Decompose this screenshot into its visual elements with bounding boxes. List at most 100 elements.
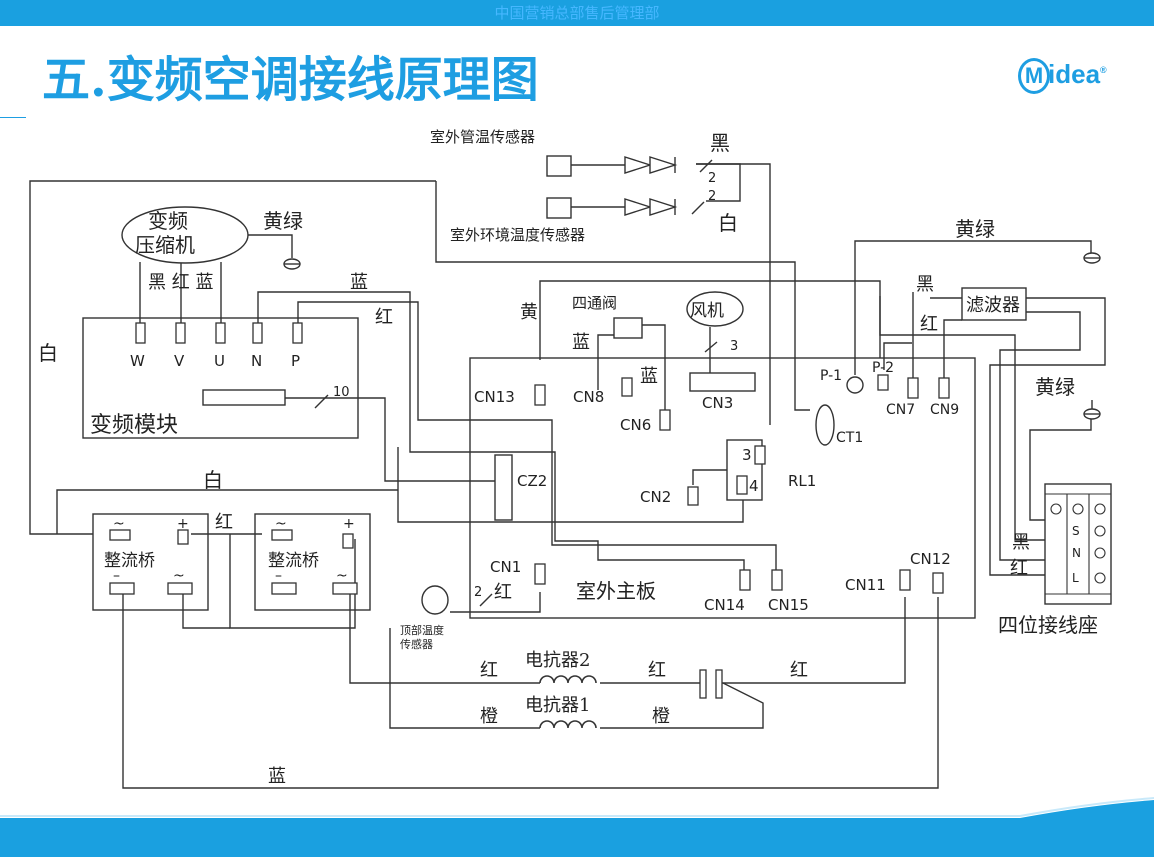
terminal-block-details <box>1045 493 1111 595</box>
label-rl-4: 4 <box>749 477 759 495</box>
label-p2: P-2 <box>872 360 894 376</box>
sensor-connectors <box>314 156 718 607</box>
label-pin-w: W <box>130 352 145 370</box>
svg-text:–: – <box>113 568 120 584</box>
label-cn8: CN8 <box>573 388 604 406</box>
wires <box>29 163 1106 789</box>
label-compressor-1: 变频 <box>148 209 188 233</box>
label-blue-1: 蓝 <box>350 272 368 293</box>
ground-symbols <box>248 234 1101 420</box>
label-white-top: 白 <box>718 211 738 235</box>
label-red-2: 红 <box>920 314 938 335</box>
label-black-2: 黑 <box>916 274 934 295</box>
label-yellow-green-3: 黄绿 <box>1035 375 1075 399</box>
logo-brand: idea <box>1048 58 1101 89</box>
label-blue-3: 蓝 <box>640 366 658 387</box>
reactor-coils <box>539 675 597 729</box>
cn3-connector <box>689 372 756 392</box>
page-title: 五.变频空调接线原理图 <box>42 52 539 108</box>
label-cn6: CN6 <box>620 416 651 434</box>
label-outdoor-board: 室外主板 <box>576 579 656 603</box>
label-terminal-block: 四位接线座 <box>998 613 1098 637</box>
label-reactor2: 电抗器2 <box>525 650 590 671</box>
component-boxes <box>82 155 1112 619</box>
label-two-b: 2 <box>708 189 716 204</box>
label-pin-p: P <box>291 352 300 370</box>
label-cz2: CZ2 <box>517 472 547 490</box>
label-yellow: 黄 <box>520 302 538 323</box>
label-cn7: CN7 <box>886 402 915 418</box>
label-cn3: CN3 <box>702 394 733 412</box>
label-ten: 10 <box>333 385 350 400</box>
label-reactor1: 电抗器1 <box>525 695 590 716</box>
logo-mark: M <box>1018 58 1050 94</box>
label-pin-v: V <box>174 352 185 370</box>
title-underline <box>0 117 26 118</box>
label-compressor-wires: 黑 红 蓝 <box>148 272 213 293</box>
label-pin-u: U <box>214 352 225 370</box>
label-cn9: CN9 <box>930 402 959 418</box>
svg-text:~: ~ <box>173 568 185 584</box>
svg-text:~: ~ <box>336 568 348 584</box>
label-red-1: 红 <box>375 307 393 328</box>
label-top-sensor-2: 传感器 <box>400 638 433 651</box>
filter-box <box>961 287 1027 321</box>
label-red-mid: 红 <box>215 512 233 533</box>
label-rl-3: 3 <box>742 446 752 464</box>
svg-text:~: ~ <box>113 516 125 532</box>
label-red-r3: 红 <box>790 660 808 681</box>
label-term-n: N <box>1072 546 1081 560</box>
label-term-l: L <box>1072 571 1079 585</box>
label-white-left: 白 <box>38 341 58 365</box>
p1-terminal <box>846 376 864 394</box>
label-cn11: CN11 <box>845 576 886 594</box>
label-top-sensor-1: 顶部温度 <box>400 623 444 637</box>
label-red-r1: 红 <box>480 660 498 681</box>
label-p1: P-1 <box>820 368 842 384</box>
label-filter: 滤波器 <box>966 295 1020 316</box>
label-yellow-green-1: 黄绿 <box>263 209 303 233</box>
label-cn15: CN15 <box>768 596 809 614</box>
label-black-top: 黑 <box>710 131 730 155</box>
label-blue-bottom: 蓝 <box>268 766 286 787</box>
label-red-cn1: 红 <box>494 582 512 603</box>
label-cn12: CN12 <box>910 550 951 568</box>
inverter-module-box <box>82 317 359 439</box>
label-blue-2: 蓝 <box>572 332 590 353</box>
label-ambient-sensor: 室外环境温度传感器 <box>450 226 585 244</box>
label-pin-n: N <box>251 352 262 370</box>
cz2-connector <box>494 454 513 521</box>
top-banner: 中国营销总部售后管理部 <box>0 0 1154 26</box>
label-compressor-2: 压缩机 <box>135 233 195 257</box>
svg-text:–: – <box>275 568 282 584</box>
fan-ellipse <box>686 291 744 327</box>
label-cn14: CN14 <box>704 596 745 614</box>
label-rl1: RL1 <box>788 472 816 490</box>
label-yellow-green-2: 黄绿 <box>955 217 995 241</box>
label-four-way-valve: 四通阀 <box>572 294 617 312</box>
rectifier-2-box <box>254 513 371 611</box>
label-inverter-module: 变频模块 <box>90 413 178 438</box>
label-ct1: CT1 <box>836 430 863 446</box>
label-cn2: CN2 <box>640 488 671 506</box>
rectifier-1-box <box>92 513 209 611</box>
label-cn1-two: 2 <box>474 585 482 600</box>
label-fan-three: 3 <box>730 339 738 354</box>
ambient-sensor-box <box>546 197 572 219</box>
label-fan: 风机 <box>690 301 724 321</box>
top-sensor-ellipse <box>421 585 449 615</box>
svg-text:+: + <box>177 516 189 532</box>
label-two-a: 2 <box>708 171 716 186</box>
outdoor-board-box <box>469 357 976 619</box>
label-cn13: CN13 <box>474 388 515 406</box>
label-red-r2: 红 <box>648 660 666 681</box>
svg-text:~: ~ <box>275 516 287 532</box>
pipe-sensor-box <box>546 155 572 177</box>
label-red-term: 红 <box>1010 558 1028 579</box>
label-orange-2: 橙 <box>652 706 670 727</box>
svg-text:+: + <box>343 516 355 532</box>
label-white-mid: 白 <box>203 468 223 492</box>
label-orange-1: 橙 <box>480 706 498 727</box>
ct1-coil <box>815 404 835 446</box>
